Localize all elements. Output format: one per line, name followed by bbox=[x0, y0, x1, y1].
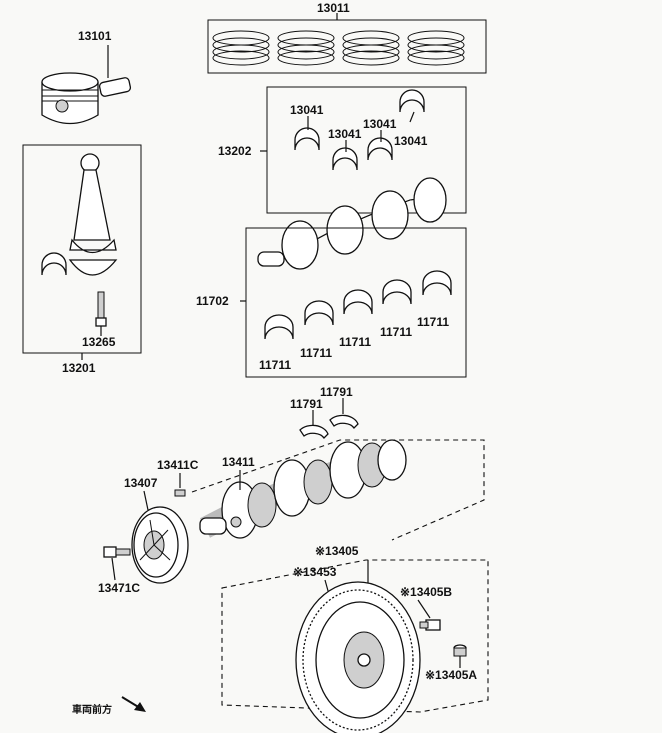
conrod-bearing-box bbox=[266, 86, 467, 214]
conrod-bearings bbox=[294, 89, 425, 171]
label-13407: 13407 bbox=[124, 476, 158, 490]
assembly-boundary-upper bbox=[191, 439, 485, 541]
label-13411c: 13411C bbox=[157, 458, 199, 472]
connecting-rod bbox=[41, 153, 118, 336]
label-13453: ※13453 bbox=[293, 565, 337, 579]
main-bearing-box bbox=[245, 227, 467, 378]
label-13041-d: 13041 bbox=[394, 134, 428, 148]
label-11711-e: 11711 bbox=[417, 315, 449, 329]
label-13405b: ※13405B bbox=[400, 585, 452, 599]
label-13405: ※13405 bbox=[315, 544, 359, 558]
label-11702: 11702 bbox=[196, 294, 229, 308]
label-13041-b: 13041 bbox=[328, 127, 362, 141]
label-11711-c: 11711 bbox=[339, 335, 371, 349]
pulley-bolt bbox=[103, 546, 131, 558]
label-13265: 13265 bbox=[82, 335, 116, 349]
label-13411: 13411 bbox=[222, 455, 255, 469]
label-11711-d: 11711 bbox=[380, 325, 412, 339]
label-13471c: 13471C bbox=[98, 581, 140, 595]
arrow-down-right-icon bbox=[121, 696, 146, 712]
main-bearings bbox=[264, 270, 452, 340]
label-13101: 13101 bbox=[78, 29, 112, 43]
assembly-boundary-lower bbox=[221, 559, 489, 713]
label-13202: 13202 bbox=[218, 144, 252, 158]
label-11791-b: 11791 bbox=[320, 385, 353, 399]
crankshaft bbox=[199, 439, 407, 539]
label-13041-c: 13041 bbox=[363, 117, 397, 131]
front-direction-label: 車両前方 bbox=[72, 703, 112, 716]
label-13011: 13011 bbox=[317, 1, 350, 15]
piston bbox=[41, 45, 132, 125]
crank-pulley bbox=[131, 506, 189, 584]
label-13041-a: 13041 bbox=[290, 103, 324, 117]
crank-key bbox=[174, 489, 186, 497]
label-11711-a: 11711 bbox=[259, 358, 291, 372]
label-13405a: ※13405A bbox=[425, 668, 477, 682]
piston-ring-set bbox=[207, 13, 487, 74]
flywheel-bolt bbox=[419, 619, 441, 631]
flywheel bbox=[295, 581, 421, 733]
label-13201: 13201 bbox=[62, 361, 96, 375]
flywheel-pin bbox=[453, 644, 467, 657]
crankshaft-upper-view bbox=[257, 177, 447, 270]
label-11711-b: 11711 bbox=[300, 346, 332, 360]
label-11791-a: 11791 bbox=[290, 397, 323, 411]
thrust-washers bbox=[299, 414, 359, 440]
